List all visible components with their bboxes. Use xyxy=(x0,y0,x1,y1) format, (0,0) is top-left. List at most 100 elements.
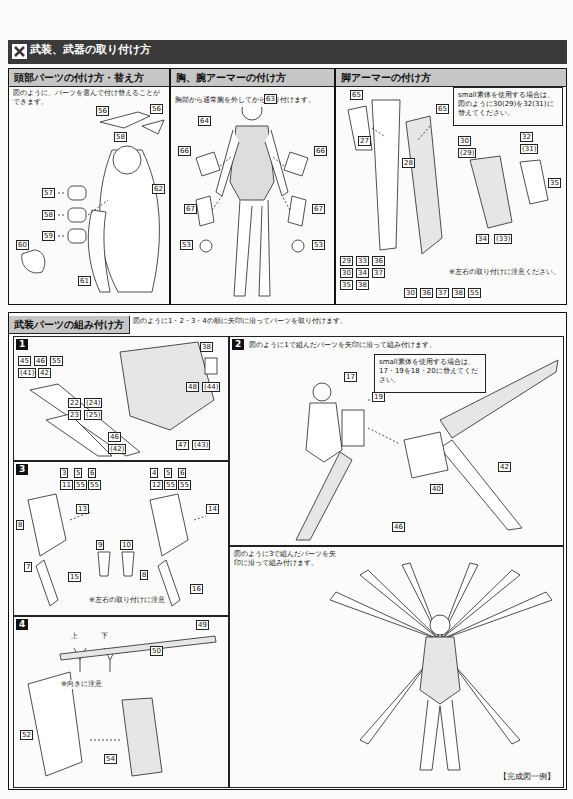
callout-number: 54 xyxy=(104,754,117,764)
callout-number: 8 xyxy=(16,520,24,530)
title-icon xyxy=(12,44,27,59)
callout-number: (33) xyxy=(494,234,512,244)
node-heading: 図のように3で組んだパーツを矢印に沿って組み付けます。 xyxy=(230,547,346,571)
step-box: 図のように3で組んだパーツを矢印に沿って組み付けます。【完成図一例】 xyxy=(229,546,564,788)
callout-number: 56 xyxy=(150,104,163,114)
note-label: 下 xyxy=(100,632,109,641)
callout-number: 14 xyxy=(206,504,219,514)
note-label: ※左右の取り付けに注意 xyxy=(88,596,166,605)
note-label: ※向きに注意 xyxy=(60,680,103,689)
node-text: 図のように、パーツを選んで付け替えることができます。 xyxy=(9,87,169,109)
callout-number: 63 xyxy=(264,94,277,104)
node-text: 図のように1・2・3・4の順に矢印に沿ってパーツを取り付けます。 xyxy=(130,315,350,328)
callout-number: (41) xyxy=(18,368,36,378)
section-panel: 武装パーツの組み付け方図のように1・2・3・4の順に矢印に沿ってパーツを取り付け… xyxy=(8,312,567,790)
node-text: 【完成図一例】 xyxy=(497,770,557,783)
node-text: 胸部から通常腕を外してから取り付けます。 xyxy=(171,94,319,107)
completed-figure xyxy=(330,563,552,770)
callout-number: 5 xyxy=(164,468,172,478)
callout-number: 67 xyxy=(312,204,325,214)
callout-number: 38 xyxy=(200,342,213,352)
callout-number: 12 xyxy=(150,480,163,490)
gun-shield xyxy=(28,636,216,776)
callout-number: 48 xyxy=(186,382,199,392)
callout-number: 30 xyxy=(458,136,471,146)
callout-number: 37 xyxy=(436,288,449,298)
callout-number: 46 xyxy=(392,522,405,532)
callout-number: 36 xyxy=(420,288,433,298)
callout-number: 6 xyxy=(88,468,96,478)
callout-number: 55 xyxy=(468,288,481,298)
callout-number: 23 xyxy=(68,410,81,420)
callout-number: 49 xyxy=(196,620,209,630)
callout-number: 27 xyxy=(358,136,371,146)
callout-number: 29 xyxy=(340,256,353,266)
callout-number: 19 xyxy=(372,392,385,402)
callout-number: 66 xyxy=(314,146,327,156)
callout-number: 37 xyxy=(372,268,385,278)
callout-number: (43) xyxy=(192,440,210,450)
callout-number: 9 xyxy=(96,540,104,550)
note-label: 上 xyxy=(70,632,79,641)
callout-number: 35 xyxy=(340,280,353,290)
callout-number: 59 xyxy=(42,231,55,241)
callout-number: 64 xyxy=(198,116,211,126)
callout-number: 50 xyxy=(150,646,163,656)
note-label: ※左右の取り付けに注意ください。 xyxy=(448,268,561,277)
wing-parts xyxy=(30,342,217,456)
step-box: 2図のように1で組んだパーツを矢印に沿って組み付けます。small素体を使用する… xyxy=(229,336,564,546)
callout-number: 13 xyxy=(76,504,89,514)
callout-number: 55 xyxy=(178,480,191,490)
body-figure xyxy=(196,100,308,296)
callout-number: 65 xyxy=(350,90,363,100)
callout-number: 11 xyxy=(60,480,73,490)
callout-number: 58 xyxy=(114,132,127,142)
callout-number: (44) xyxy=(202,382,220,392)
callout-number: 4 xyxy=(150,468,158,478)
head-parts xyxy=(22,112,164,292)
callout-number: 62 xyxy=(152,184,165,194)
node-heading: 3 xyxy=(16,464,28,475)
callout-number: (25) xyxy=(84,410,102,420)
callout-number: (29) xyxy=(458,148,476,158)
callout-number: 53 xyxy=(312,240,325,250)
step-box: 4 xyxy=(13,616,229,788)
callout-number: 67 xyxy=(184,204,197,214)
callout-number: 22 xyxy=(68,398,81,408)
callout-number: 61 xyxy=(78,276,91,286)
callout-number: 58 xyxy=(42,210,55,220)
callout-number: 46 xyxy=(34,356,47,366)
callout-number: 42 xyxy=(38,368,51,378)
callout-number: 56 xyxy=(96,106,109,116)
callout-number: 35 xyxy=(548,178,561,188)
callout-number: (42) xyxy=(108,444,126,454)
arm-weapons xyxy=(28,494,206,606)
callout-number: 16 xyxy=(190,584,203,594)
callout-number: (31) xyxy=(520,144,538,154)
callout-number: 15 xyxy=(68,572,81,582)
callout-number: 46 xyxy=(108,432,121,442)
callout-number: 30 xyxy=(340,268,353,278)
callout-number: 34 xyxy=(476,234,489,244)
step2-figure xyxy=(296,360,558,540)
callout-number: 40 xyxy=(430,484,443,494)
callout-number: 17 xyxy=(344,372,357,382)
callout-number: (24) xyxy=(84,398,102,408)
callout-number: 55 xyxy=(74,480,87,490)
callout-number: 38 xyxy=(356,280,369,290)
callout-number: 47 xyxy=(176,440,189,450)
callout-number: 32 xyxy=(520,132,533,142)
callout-number: 30 xyxy=(404,288,417,298)
node-heading: small素体を使用する場合は、図のように30(29)を32(31)に替えてくだ… xyxy=(454,88,562,121)
page-title: 武装、武器の取り付け方 xyxy=(30,42,151,58)
node-text: 図のように1で組んだパーツを矢印に沿って組み付けます。 xyxy=(246,339,438,352)
callout-number: 65 xyxy=(436,104,449,114)
note-box: small素体を使用する場合は、17・19を18・20に替えてください。 xyxy=(374,354,486,393)
callout-number: 66 xyxy=(178,146,191,156)
section-panel: 頭部パーツの付け方・替え方図のように、パーツを選んで付け替えることができます。 xyxy=(8,68,170,305)
callout-number: 33 xyxy=(356,256,369,266)
callout-number: 28 xyxy=(402,158,415,168)
callout-number: 55 xyxy=(50,356,63,366)
callout-number: 57 xyxy=(42,188,55,198)
callout-number: 5 xyxy=(74,468,82,478)
